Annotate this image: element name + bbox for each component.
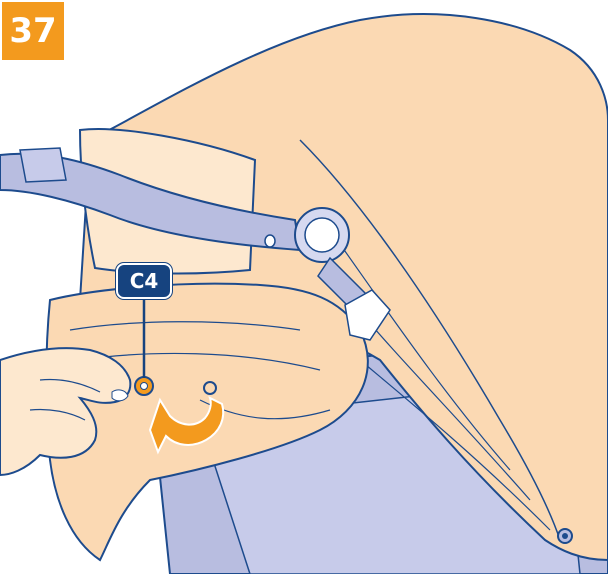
part-callout-text: C4 [130, 271, 159, 291]
hinge-pin [265, 235, 275, 247]
snap-button-center [562, 533, 568, 539]
step-number-badge: 37 [0, 0, 66, 62]
hinge-knob-inner [305, 218, 339, 252]
snap-button-c4-center [141, 383, 148, 390]
part-callout-label: C4 [116, 263, 172, 299]
step-number: 37 [9, 14, 56, 48]
handlebar-grip-left [20, 148, 66, 182]
snap-button [204, 382, 216, 394]
